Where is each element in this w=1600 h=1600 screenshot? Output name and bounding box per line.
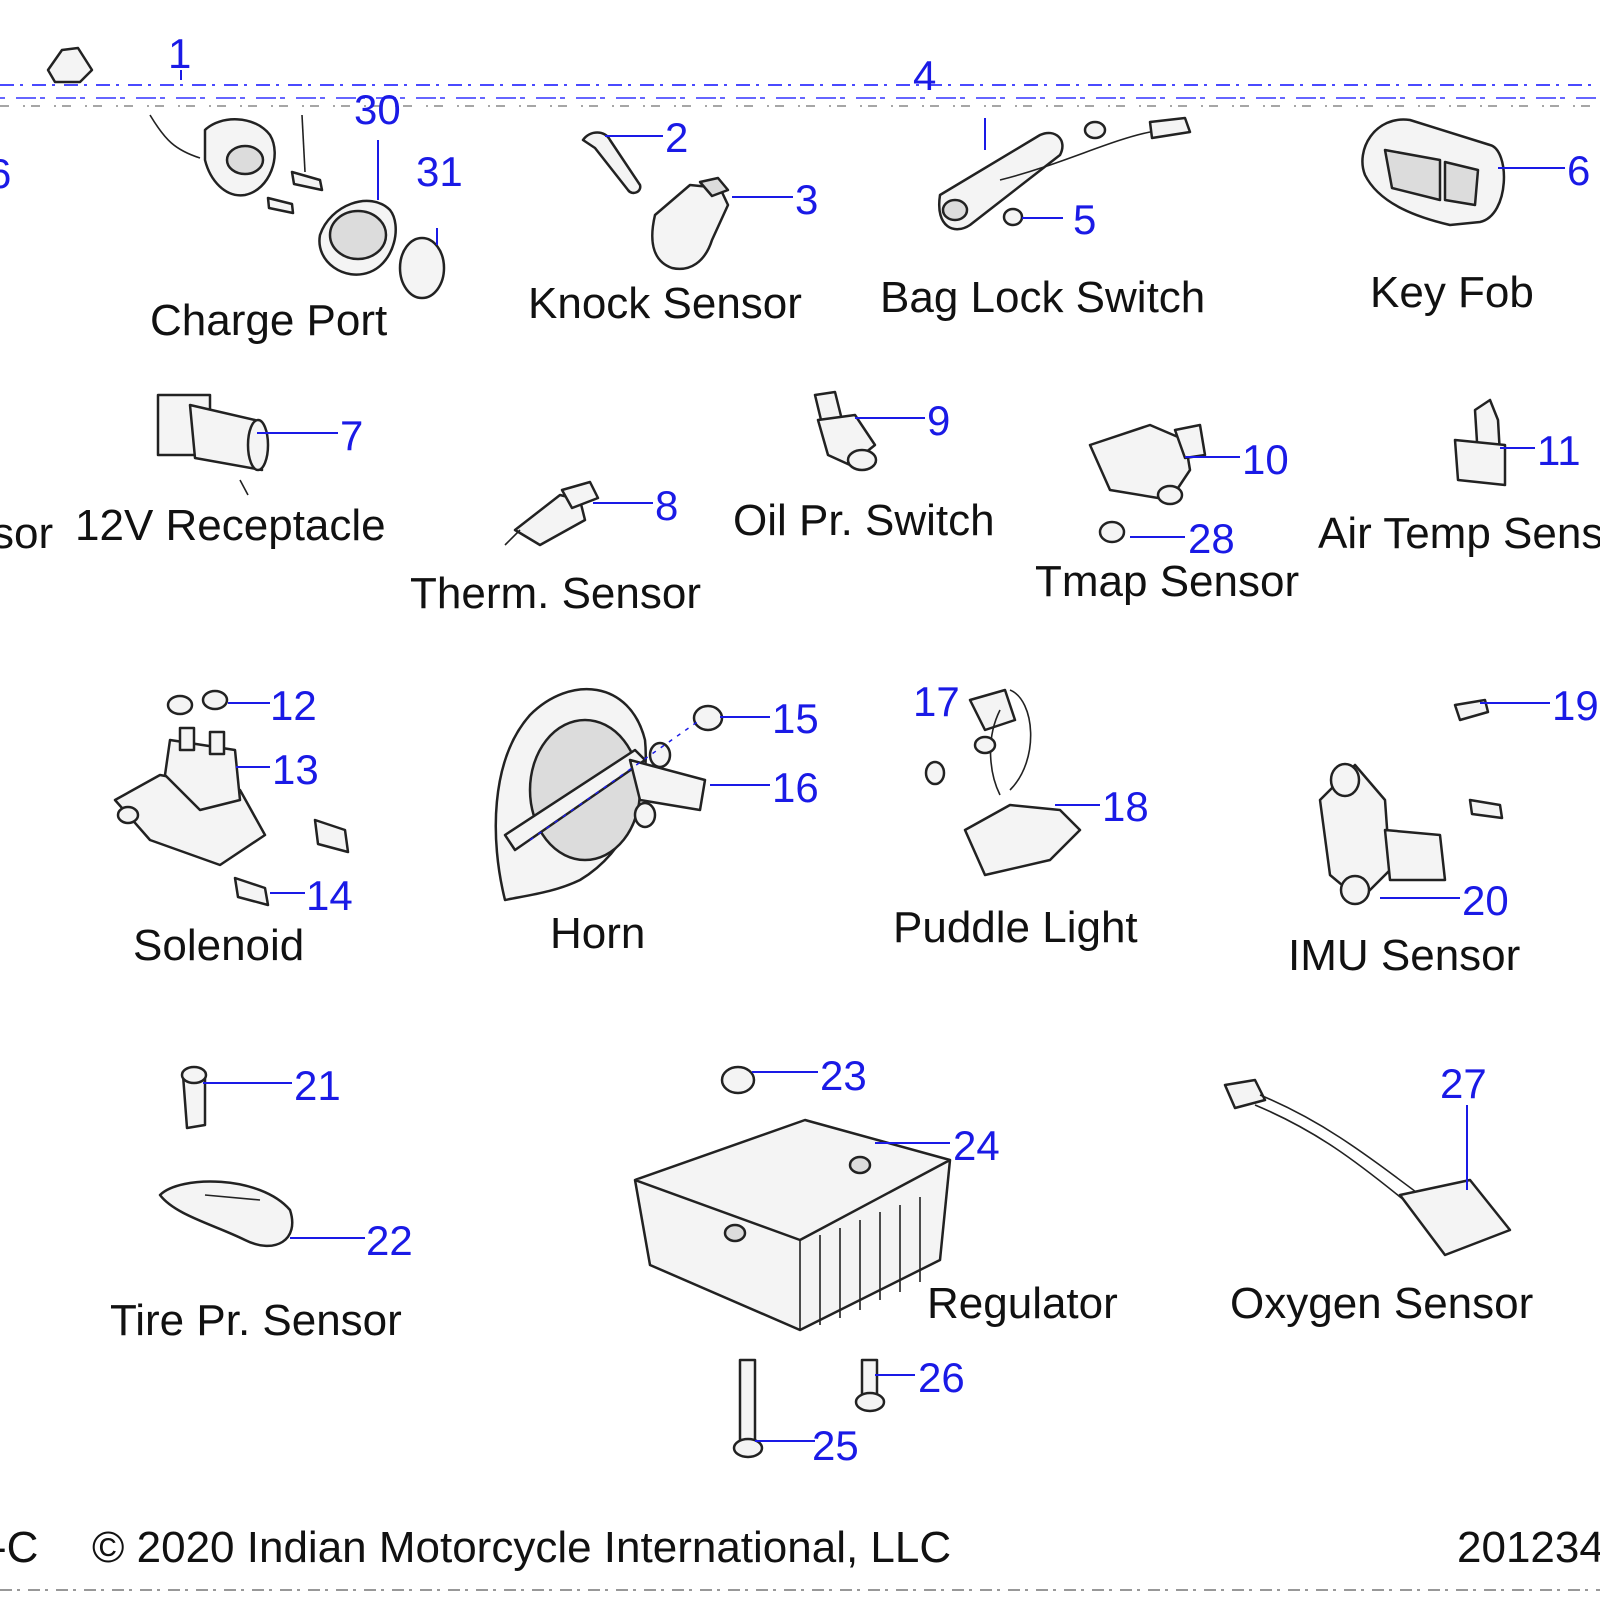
label-left-cut: sor [0,509,53,558]
air-temp-sensor-illustration [1453,398,1507,487]
label-12v-receptacle: 12V Receptacle [75,501,386,550]
label-bag-lock-switch: Bag Lock Switch [880,273,1205,322]
leader-lines [180,70,1565,1442]
callout-19: 19 [1552,682,1599,729]
callout-20: 20 [1462,877,1509,924]
12v-receptacle-illustration [156,393,270,496]
label-therm-sensor: Therm. Sensor [410,569,701,618]
label-air-temp-sensor: Air Temp Sens [1318,509,1600,558]
callout-18: 18 [1102,783,1149,830]
label-oil-pr-switch: Oil Pr. Switch [733,496,995,545]
scan-artifact-top [0,84,1600,107]
label-tmap-sensor: Tmap Sensor [1035,557,1299,606]
tmap-sensor-illustration [1088,423,1207,544]
label-tire-pr-sensor: Tire Pr. Sensor [110,1296,402,1345]
callout-8: 8 [655,482,678,529]
solenoid-illustration [113,689,350,907]
callout-28: 28 [1188,515,1235,562]
oil-pressure-switch-illustration [813,390,878,472]
callout-3: 3 [795,176,818,223]
footer-figure-id: 201234 [1457,1523,1600,1572]
callout-12: 12 [270,682,317,729]
label-oxygen-sensor: Oxygen Sensor [1230,1279,1533,1328]
callout-7: 7 [340,412,363,459]
callout-30: 30 [354,86,401,133]
footer-copyright: © 2020 Indian Motorcycle International, … [92,1523,951,1572]
callout-1: 1 [168,30,191,77]
callout-24: 24 [953,1122,1000,1169]
callout-25: 25 [812,1422,859,1469]
label-horn: Horn [550,909,645,958]
callout-6-left: 6 [0,150,11,197]
callout-21: 21 [294,1062,341,1109]
oxygen-sensor-illustration [1223,1078,1512,1257]
callout-6: 6 [1567,147,1590,194]
label-knock-sensor: Knock Sensor [528,279,802,328]
imu-sensor-illustration [1318,698,1504,906]
callout-22: 22 [366,1217,413,1264]
callout-17: 17 [913,678,960,725]
callout-23: 23 [820,1052,867,1099]
bag-lock-switch-illustration [937,116,1192,231]
callout-26: 26 [918,1354,965,1401]
charge-port-illustration [46,46,446,300]
callout-9: 9 [927,397,950,444]
label-key-fob: Key Fob [1370,268,1534,317]
callout-2: 2 [665,114,688,161]
label-charge-port: Charge Port [150,296,387,345]
callout-4: 4 [913,52,936,99]
label-imu-sensor: IMU Sensor [1288,931,1520,980]
callout-13: 13 [272,746,319,793]
key-fob-illustration [1361,118,1506,227]
puddle-light-illustration [924,688,1082,877]
callout-27: 27 [1440,1060,1487,1107]
regulator-illustration [633,1065,952,1459]
callout-15: 15 [772,695,819,742]
callout-5: 5 [1073,196,1096,243]
callout-16: 16 [772,764,819,811]
tire-pressure-sensor-illustration [158,1065,294,1248]
label-puddle-light: Puddle Light [893,903,1138,952]
callout-31: 31 [416,148,463,195]
therm-sensor-illustration [504,480,600,547]
callout-14: 14 [306,872,353,919]
horn-illustration [494,687,724,902]
footer-left-cut: -C [0,1523,38,1572]
callout-11: 11 [1537,427,1581,474]
label-regulator: Regulator [927,1279,1118,1328]
knock-sensor-illustration [581,131,730,271]
label-solenoid: Solenoid [133,921,304,970]
callout-10: 10 [1242,436,1289,483]
